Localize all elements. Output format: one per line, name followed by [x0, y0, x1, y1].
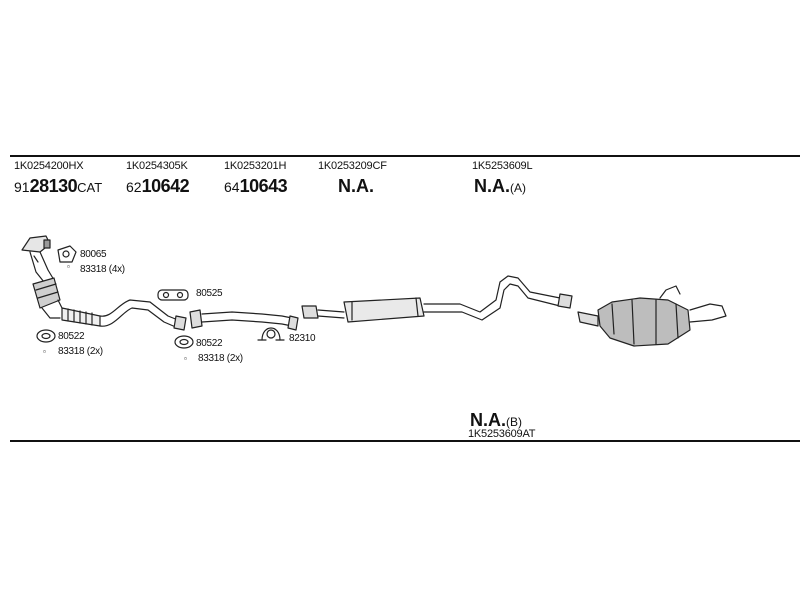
bolt-label-1: 83318 (4x): [80, 264, 125, 275]
rear-silencer-drawing: [577, 285, 727, 347]
part-main-4: N.A.: [338, 176, 374, 196]
variant-b-oe: 1K5253609AT: [468, 428, 536, 440]
bolt-marker-1: ▫: [67, 262, 70, 271]
gasket-label-4: 80522: [196, 338, 223, 349]
oe-number-1: 1K0254200HX: [14, 160, 84, 172]
variant-b-part: N.A.(B): [470, 411, 522, 430]
part-number-2: 6210642: [126, 176, 190, 196]
variant-b-main: N.A.: [470, 410, 506, 430]
hanger-drawing: [33, 255, 39, 263]
top-divider: [10, 155, 800, 157]
variant-b-suffix: (B): [506, 415, 522, 429]
centre-silencer-drawing: [301, 275, 573, 323]
part-suffix-1: CAT: [77, 180, 103, 195]
part-main-1: 28130: [29, 176, 78, 196]
oe-number-2: 1K0254305K: [126, 160, 188, 172]
gasket-80522-drawing: [36, 329, 56, 343]
bolt-marker-3: ▫: [43, 347, 46, 356]
bottom-divider: [10, 440, 800, 442]
part-main-2: 10642: [141, 176, 190, 196]
part-prefix-2: 62: [126, 179, 142, 195]
gasket-80522b-drawing: [174, 335, 194, 349]
clamp-label: 82310: [289, 333, 316, 344]
bolt-label-4: 83318 (2x): [198, 353, 243, 364]
gasket-80525-drawing: [157, 289, 189, 301]
part-suffix-5: (A): [510, 181, 526, 195]
gasket-80065-drawing: [57, 245, 77, 263]
gasket-label-3: 80522: [58, 331, 85, 342]
oe-number-4: 1K0253209CF: [318, 160, 387, 172]
part-number-4: N.A.: [338, 177, 374, 196]
part-number-5: N.A.(A): [474, 177, 526, 196]
part-prefix-1: 91: [14, 179, 30, 195]
part-main-3: 10643: [239, 176, 288, 196]
bolt-marker-4: ▫: [184, 354, 187, 363]
part-main-5: N.A.: [474, 176, 510, 196]
gasket-label-1: 80065: [80, 249, 107, 260]
part-number-1: 9128130CAT: [14, 177, 102, 196]
catalytic-converter-drawing: [21, 235, 65, 319]
flex-pipe-drawing: [61, 299, 187, 331]
part-number-3: 6410643: [224, 176, 288, 196]
gasket-label-2: 80525: [196, 288, 223, 299]
clamp-82310-drawing: [257, 327, 285, 341]
oe-number-3: 1K0253201H: [224, 160, 287, 172]
bolt-label-3: 83318 (2x): [58, 346, 103, 357]
part-prefix-3: 64: [224, 179, 240, 195]
intermediate-pipe-drawing: [189, 309, 299, 331]
oe-number-5: 1K5253609L: [472, 160, 533, 172]
